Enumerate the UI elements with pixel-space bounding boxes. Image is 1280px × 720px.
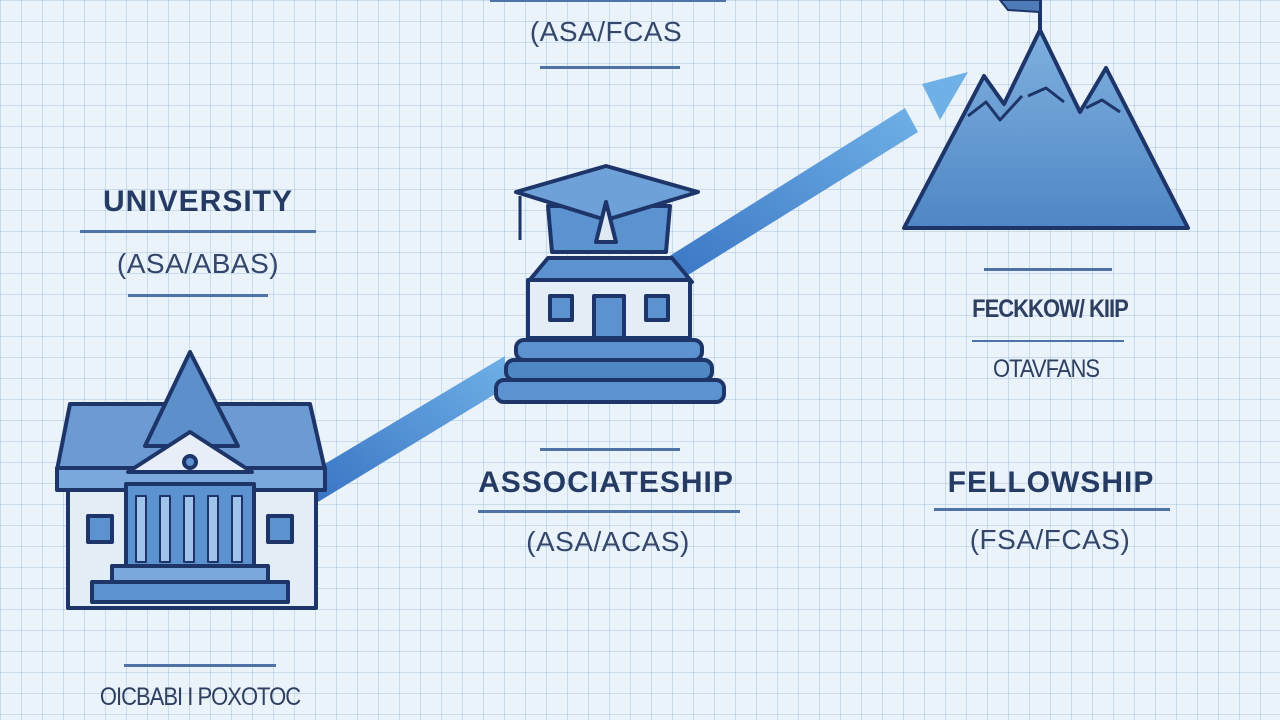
top-rule-lower: [540, 66, 680, 69]
university-subtitle-rule: [128, 294, 268, 297]
university-subtitle: (ASA/ABAS): [116, 248, 280, 279]
university-title-rule: [80, 230, 316, 233]
fellowship-upper-subtitle: OTAVFANS: [992, 354, 1100, 383]
progress-arrow-icon: [318, 72, 968, 502]
flag-icon: [998, 0, 1042, 32]
fellowship-title: FELLOWSHIP: [947, 466, 1155, 499]
university-title: UNIVERSITY: [102, 185, 294, 218]
university-footer-rule: [124, 664, 276, 667]
university-building-icon: [55, 350, 327, 610]
graduation-cap-icon: [514, 164, 700, 254]
house-pedestal-icon: [494, 256, 726, 404]
fellowship-upper-mid-rule: [972, 340, 1124, 342]
fellowship-upper-title: FECKKOW/ KIIP: [972, 294, 1129, 323]
fellowship-upper-rule: [984, 268, 1112, 271]
top-rule-upper: [490, 0, 726, 2]
associateship-subtitle: (ASA/ACAS): [526, 526, 690, 557]
associateship-title: ASSOCIATESHIP: [478, 466, 734, 499]
top-stage-subtitle: (ASA/FCAS: [529, 16, 683, 47]
associateship-title-rule: [478, 510, 740, 513]
fellowship-title-rule: [934, 508, 1170, 511]
fellowship-subtitle: (FSA/FCAS): [969, 524, 1131, 555]
mountain-peak-icon: [902, 28, 1190, 230]
associateship-top-rule: [540, 448, 680, 451]
university-footer: OICBABI I POXOTOC: [99, 682, 301, 711]
